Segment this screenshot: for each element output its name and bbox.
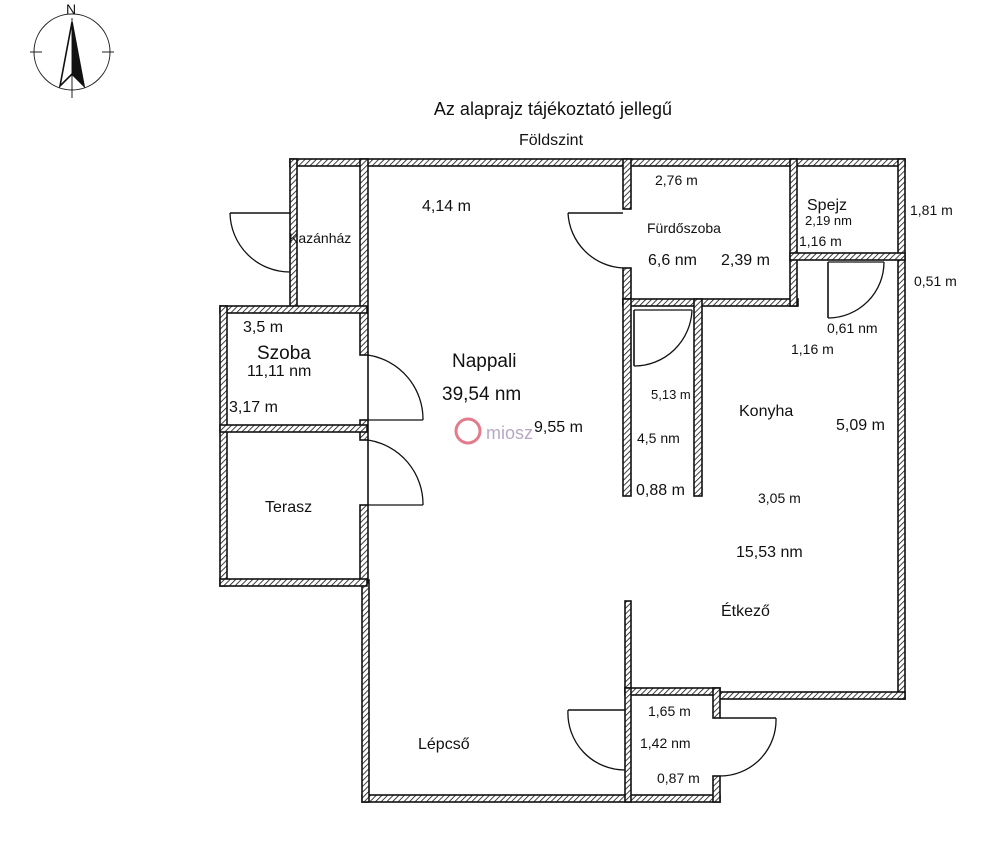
room-corridor-area: 4,5 nm: [637, 430, 680, 446]
room-lepcso-name: Lépcső: [418, 736, 470, 753]
room-szoba-area: 11,11 nm: [247, 363, 311, 380]
room-spejz-area: 2,19 nm: [805, 213, 852, 228]
room-entry-depth: 0,87 m: [657, 770, 700, 786]
room-nappali-dim-top: 4,14 m: [422, 198, 471, 215]
plan-title: Az alaprajz tájékoztató jellegű: [434, 99, 672, 119]
room-szoba-width: 3,5 m: [243, 319, 283, 336]
doors: [229, 212, 885, 777]
room-terasz-name: Terasz: [265, 499, 312, 516]
room-entry-area: 1,42 nm: [640, 735, 691, 751]
room-spejz-width: 1,16 m: [799, 233, 842, 249]
watermark-text: miosz: [486, 423, 533, 443]
compass: N: [30, 1, 114, 98]
room-konyha-area: 15,53 nm: [736, 544, 803, 561]
walls: [219, 158, 906, 803]
room-entry-width: 1,65 m: [648, 703, 691, 719]
room-furdoszoba-name: Fürdőszoba: [647, 220, 721, 236]
floor-label: Földszint: [519, 132, 584, 149]
room-niche-width: 1,16 m: [791, 341, 834, 357]
room-nappali-length: 9,55 m: [534, 419, 583, 436]
room-konyha-width: 3,05 m: [758, 490, 801, 506]
room-nappali-name: Nappali: [452, 351, 516, 372]
room-spejz-name: Spejz: [807, 197, 847, 214]
room-corridor-width: 0,88 m: [636, 482, 685, 499]
room-corridor-length: 5,13 m: [651, 387, 691, 402]
room-szoba-name: Szoba: [257, 343, 311, 364]
room-konyha-name: Konyha: [739, 403, 793, 420]
room-nappali-area: 39,54 nm: [442, 384, 521, 405]
room-niche-area: 0,61 nm: [827, 320, 878, 336]
room-konyha-length: 5,09 m: [836, 417, 885, 434]
watermark: miosz: [454, 417, 533, 445]
room-niche-depth: 0,51 m: [914, 273, 957, 289]
room-etkezo-name: Étkező: [721, 601, 770, 620]
compass-north-label: N: [66, 1, 76, 17]
room-spejz-depth: 1,81 m: [910, 202, 953, 218]
room-furdoszoba-width: 2,76 m: [655, 172, 698, 188]
room-kazanhaz-name: Kazánház: [289, 230, 351, 246]
watermark-logo-icon: [454, 417, 482, 445]
room-szoba-depth: 3,17 m: [229, 399, 278, 416]
room-furdoszoba-area: 6,6 nm: [648, 252, 697, 269]
room-furdoszoba-depth: 2,39 m: [721, 252, 770, 269]
